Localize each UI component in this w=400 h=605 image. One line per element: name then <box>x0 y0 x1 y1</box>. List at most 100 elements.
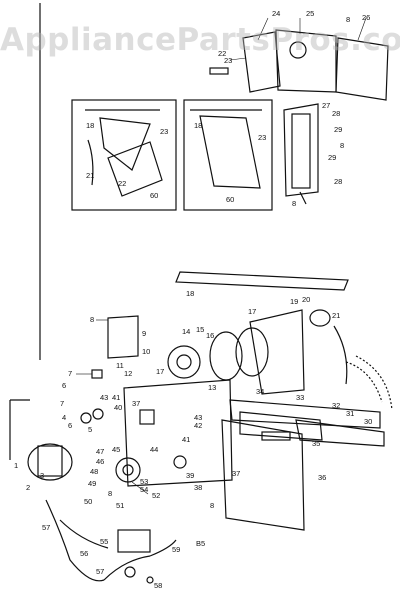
callout-label: 46 <box>96 457 104 466</box>
callout-label: 6 <box>62 381 66 390</box>
callout-label: 8 <box>340 141 344 150</box>
inset-filter-left <box>71 99 177 211</box>
callout-label: 2 <box>26 483 30 492</box>
leader-lines <box>76 17 367 495</box>
cabinet-body <box>123 379 385 487</box>
callout-label: 30 <box>364 417 372 426</box>
callout-label: 58 <box>154 581 162 590</box>
callout-label: 38 <box>194 483 202 492</box>
callout-label: 23 <box>224 56 232 65</box>
callout-label: 20 <box>302 295 310 304</box>
callout-label: 29 <box>328 153 336 162</box>
callout-label: 24 <box>272 9 280 18</box>
cabinet-panels <box>209 29 389 101</box>
callout-label: 37 <box>132 399 140 408</box>
wiring-harness <box>45 499 177 582</box>
callout-label: 47 <box>96 447 104 456</box>
callout-label: 49 <box>88 479 96 488</box>
callout-label: 43 <box>194 413 202 422</box>
callout-label: 60 <box>226 195 234 204</box>
callout-label: 48 <box>90 467 98 476</box>
callout-label: 43 <box>100 393 108 402</box>
callout-label: 31 <box>346 409 354 418</box>
callout-label: 3 <box>40 471 44 480</box>
callout-label: 17 <box>248 307 256 316</box>
callout-label: 29 <box>334 125 342 134</box>
callout-label: 4 <box>62 413 66 422</box>
callout-label: 54 <box>140 485 148 494</box>
callout-label: 11 <box>116 361 124 370</box>
fitting <box>146 576 154 584</box>
callout-label: 39 <box>186 471 194 480</box>
callout-label: 23 <box>258 133 266 142</box>
callout-label: 8 <box>210 501 214 510</box>
callout-label: 6 <box>68 421 72 430</box>
callout-label: 57 <box>96 567 104 576</box>
filter-frame <box>283 103 319 205</box>
callout-label: 21 <box>332 311 340 320</box>
callout-label: 7 <box>60 399 64 408</box>
callout-label: 8 <box>90 315 94 324</box>
callout-label: 52 <box>152 491 160 500</box>
callout-label: 28 <box>332 109 340 118</box>
callout-label: 53 <box>140 477 148 486</box>
callout-label: 22 <box>118 179 126 188</box>
callout-label: 50 <box>84 497 92 506</box>
callout-label: 17 <box>156 367 164 376</box>
page-code: B5 <box>196 539 205 548</box>
motor-and-pulleys <box>27 369 187 483</box>
callout-label: 41 <box>112 393 120 402</box>
callout-label: 51 <box>116 501 124 510</box>
access-panel <box>107 315 139 359</box>
callout-label: 26 <box>362 13 370 22</box>
callout-label: 28 <box>334 177 342 186</box>
callout-label: 14 <box>182 327 190 336</box>
callout-label: 56 <box>80 549 88 558</box>
callout-label: 21 <box>86 171 94 180</box>
callout-label: 1 <box>14 461 18 470</box>
callout-label: 13 <box>208 383 216 392</box>
callout-label: 33 <box>296 393 304 402</box>
callout-label: 45 <box>112 445 120 454</box>
callout-label: 34 <box>256 387 264 396</box>
callout-label: 18 <box>194 121 202 130</box>
callout-label: 7 <box>68 369 72 378</box>
callout-label: 60 <box>150 191 158 200</box>
front-door <box>221 419 305 531</box>
callout-label: 36 <box>318 473 326 482</box>
callout-label: 8 <box>108 489 112 498</box>
callout-label: 40 <box>114 403 122 412</box>
callout-label: 23 <box>160 127 168 136</box>
callout-label: 9 <box>142 329 146 338</box>
callout-label: 41 <box>182 435 190 444</box>
callout-label: 22 <box>218 49 226 58</box>
callout-label: 42 <box>194 421 202 430</box>
callout-label: 57 <box>42 523 50 532</box>
callout-label: 18 <box>86 121 94 130</box>
door-handle <box>261 431 291 441</box>
callout-label: 32 <box>332 401 340 410</box>
callout-label: 15 <box>196 325 204 334</box>
callout-label: 55 <box>100 537 108 546</box>
callout-label: 25 <box>306 9 314 18</box>
callout-labels: 22 23 24 25 26 8 18 23 21 22 60 18 23 60… <box>14 9 372 590</box>
dashed-duct <box>345 355 393 411</box>
top-rail <box>175 271 349 291</box>
callout-label: 8 <box>346 15 350 24</box>
callout-label: 59 <box>172 545 180 554</box>
callout-label: 19 <box>290 297 298 306</box>
callout-label: 44 <box>150 445 158 454</box>
callout-label: 37 <box>232 469 240 478</box>
callout-label: 8 <box>292 199 296 208</box>
callout-label: 27 <box>322 101 330 110</box>
callout-label: 5 <box>88 425 92 434</box>
callout-label: 35 <box>312 439 320 448</box>
callout-label: 10 <box>142 347 150 356</box>
callout-label: 18 <box>186 289 194 298</box>
blower-assembly <box>167 309 348 395</box>
callout-label: 12 <box>124 369 132 378</box>
washer <box>124 566 136 578</box>
control-box <box>117 529 151 553</box>
